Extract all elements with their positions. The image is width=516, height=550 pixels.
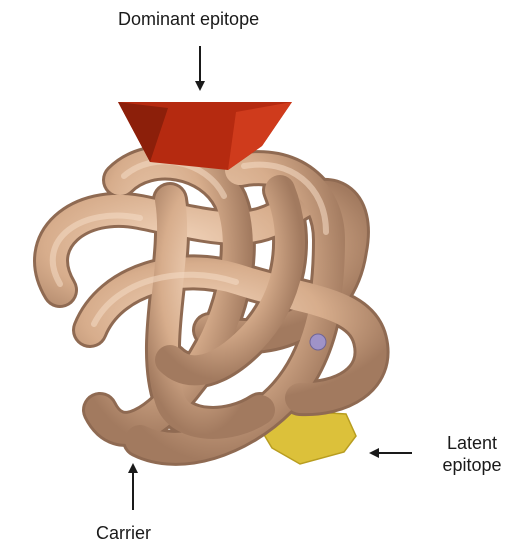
carrier-knot	[51, 161, 372, 447]
